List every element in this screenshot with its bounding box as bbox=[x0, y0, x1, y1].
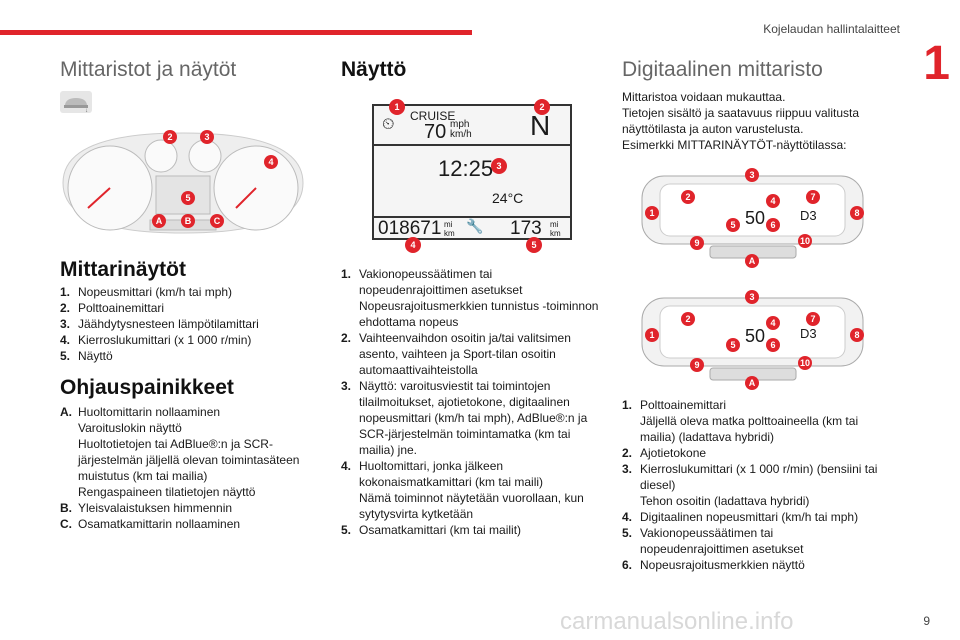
digital-badge-5: 5 bbox=[726, 218, 740, 232]
list-item: 6.Nopeusrajoitusmerkkien näyttö bbox=[622, 558, 805, 572]
display-top-row bbox=[374, 106, 570, 146]
gear-indicator: N bbox=[530, 110, 551, 141]
digital-badge-10: 10 bbox=[798, 234, 812, 248]
page-number: 9 bbox=[923, 614, 930, 628]
watermark: carmanualsonline.info bbox=[560, 608, 794, 635]
list-item: 5.Osamatkamittari (km tai mailit) bbox=[341, 523, 522, 537]
display-list: 1.Vakionopeussäätimen tai nopeudenrajoit… bbox=[341, 266, 603, 538]
list-item: 5.Vakionopeussäätimen tai nopeudenrajoit… bbox=[622, 526, 804, 556]
display-badge-5: 5 bbox=[526, 237, 542, 253]
digital-badge-A: A bbox=[745, 254, 759, 268]
trip-value: 173 bbox=[510, 218, 542, 239]
section-title-gauges: Mittarinäytöt bbox=[60, 258, 186, 281]
digital-intro: Mittaristoa voidaan mukauttaa. Tietojen … bbox=[622, 90, 860, 152]
display-badge-3: 3 bbox=[491, 158, 507, 174]
list-item: C.Osamatkamittarin nollaaminen bbox=[60, 517, 241, 531]
section-title-digital: Digitaalinen mittaristo bbox=[622, 58, 823, 81]
digital2-badge-4: 4 bbox=[766, 316, 780, 330]
svg-text:↓: ↓ bbox=[85, 108, 88, 113]
section-title-clusters: Mittaristot ja näytöt bbox=[60, 58, 237, 81]
section-title-controls: Ohjauspainikkeet bbox=[60, 376, 234, 399]
digital2-badge-3: 3 bbox=[745, 290, 759, 304]
section-title-display: Näyttö bbox=[341, 58, 407, 81]
digital2-badge-2: 2 bbox=[681, 312, 695, 326]
clock-time: 12:25 bbox=[438, 156, 494, 181]
digital-mode-2: D3 bbox=[800, 326, 817, 341]
digital-speed-2: 50 bbox=[745, 326, 766, 346]
cluster-badge-3: 3 bbox=[200, 130, 214, 144]
speed-dial-icon: ⏲ bbox=[382, 116, 395, 133]
digital-mode-1: D3 bbox=[800, 208, 817, 223]
list-item: 3.Jäähdytysnesteen lämpötilamittari bbox=[60, 317, 259, 331]
digital-badge-8: 8 bbox=[850, 206, 864, 220]
list-item: 1.Nopeusmittari (km/h tai mph) bbox=[60, 285, 233, 299]
list-item: 4.Huoltomittari, jonka jälkeen kokonaism… bbox=[341, 459, 584, 521]
digital2-badge-1: 1 bbox=[645, 328, 659, 342]
header-red-bar bbox=[0, 30, 472, 35]
analog-cluster-illustration bbox=[58, 128, 308, 238]
digital-speed-1: 50 bbox=[745, 208, 766, 228]
list-item: A.Huoltomittarin nollaaminen Varoituslok… bbox=[60, 405, 300, 499]
display-badge-4: 4 bbox=[405, 237, 421, 253]
chapter-number: 1 bbox=[923, 37, 950, 90]
display-bottom-divider bbox=[374, 216, 570, 218]
digital-badge-9: 9 bbox=[690, 236, 704, 250]
gauges-list: 1.Nopeusmittari (km/h tai mph) 2.Polttoa… bbox=[60, 284, 310, 364]
cluster-badge-2: 2 bbox=[163, 130, 177, 144]
digital-badge-7: 7 bbox=[806, 190, 820, 204]
digital-badge-2: 2 bbox=[681, 190, 695, 204]
list-item: 4.Kierroslukumittari (x 1 000 r/min) bbox=[60, 333, 252, 347]
cluster-badge-B: B bbox=[181, 214, 195, 228]
odometer-value: 018671 bbox=[378, 218, 442, 239]
digital-badge-1: 1 bbox=[645, 206, 659, 220]
digital2-badge-8: 8 bbox=[850, 328, 864, 342]
list-item: 5.Näyttö bbox=[60, 349, 113, 363]
digital-badge-4: 4 bbox=[766, 194, 780, 208]
cluster-badge-C: C bbox=[210, 214, 224, 228]
list-item: 2.Vaihteenvaihdon osoitin ja/tai valitsi… bbox=[341, 331, 571, 377]
list-item: 2.Ajotietokone bbox=[622, 446, 707, 460]
digital2-badge-9: 9 bbox=[690, 358, 704, 372]
cruise-label: CRUISE bbox=[410, 109, 456, 123]
list-item: 1.Vakionopeussäätimen tai nopeudenrajoit… bbox=[341, 267, 599, 329]
display-badge-2: 2 bbox=[534, 99, 550, 115]
digital-list: 1.Polttoainemittari Jäljellä oleva matka… bbox=[622, 397, 884, 573]
cluster-badge-4: 4 bbox=[264, 155, 278, 169]
list-item: B.Yleisvalaistuksen himmennin bbox=[60, 501, 233, 515]
display-badge-1: 1 bbox=[389, 99, 405, 115]
vehicle-variant-icon: ↓ bbox=[60, 91, 92, 114]
list-item: 4.Digitaalinen nopeusmittari (km/h tai m… bbox=[622, 510, 859, 524]
digital2-badge-6: 6 bbox=[766, 338, 780, 352]
digital-badge-6: 6 bbox=[766, 218, 780, 232]
wrench-icon: 🔧 bbox=[466, 218, 484, 234]
cluster-badge-5: 5 bbox=[181, 191, 195, 205]
outside-temp: 24°C bbox=[492, 190, 524, 206]
digital2-badge-7: 7 bbox=[806, 312, 820, 326]
digital2-badge-A: A bbox=[745, 376, 759, 390]
digital2-badge-5: 5 bbox=[726, 338, 740, 352]
cruise-speed: 70 bbox=[424, 121, 447, 143]
list-item: 3.Näyttö: varoitusviestit tai toimintoje… bbox=[341, 379, 588, 457]
list-item: 1.Polttoainemittari Jäljellä oleva matka… bbox=[622, 398, 859, 444]
cluster-badge-A: A bbox=[152, 214, 166, 228]
list-item: 2.Polttoainemittari bbox=[60, 301, 165, 315]
digital-badge-3: 3 bbox=[745, 168, 759, 182]
running-header: Kojelaudan hallintalaitteet bbox=[763, 22, 900, 36]
list-item: 3.Kierroslukumittari (x 1 000 r/min) (be… bbox=[622, 462, 878, 508]
digital2-badge-10: 10 bbox=[798, 356, 812, 370]
controls-list: A.Huoltomittarin nollaaminen Varoituslok… bbox=[60, 404, 310, 532]
